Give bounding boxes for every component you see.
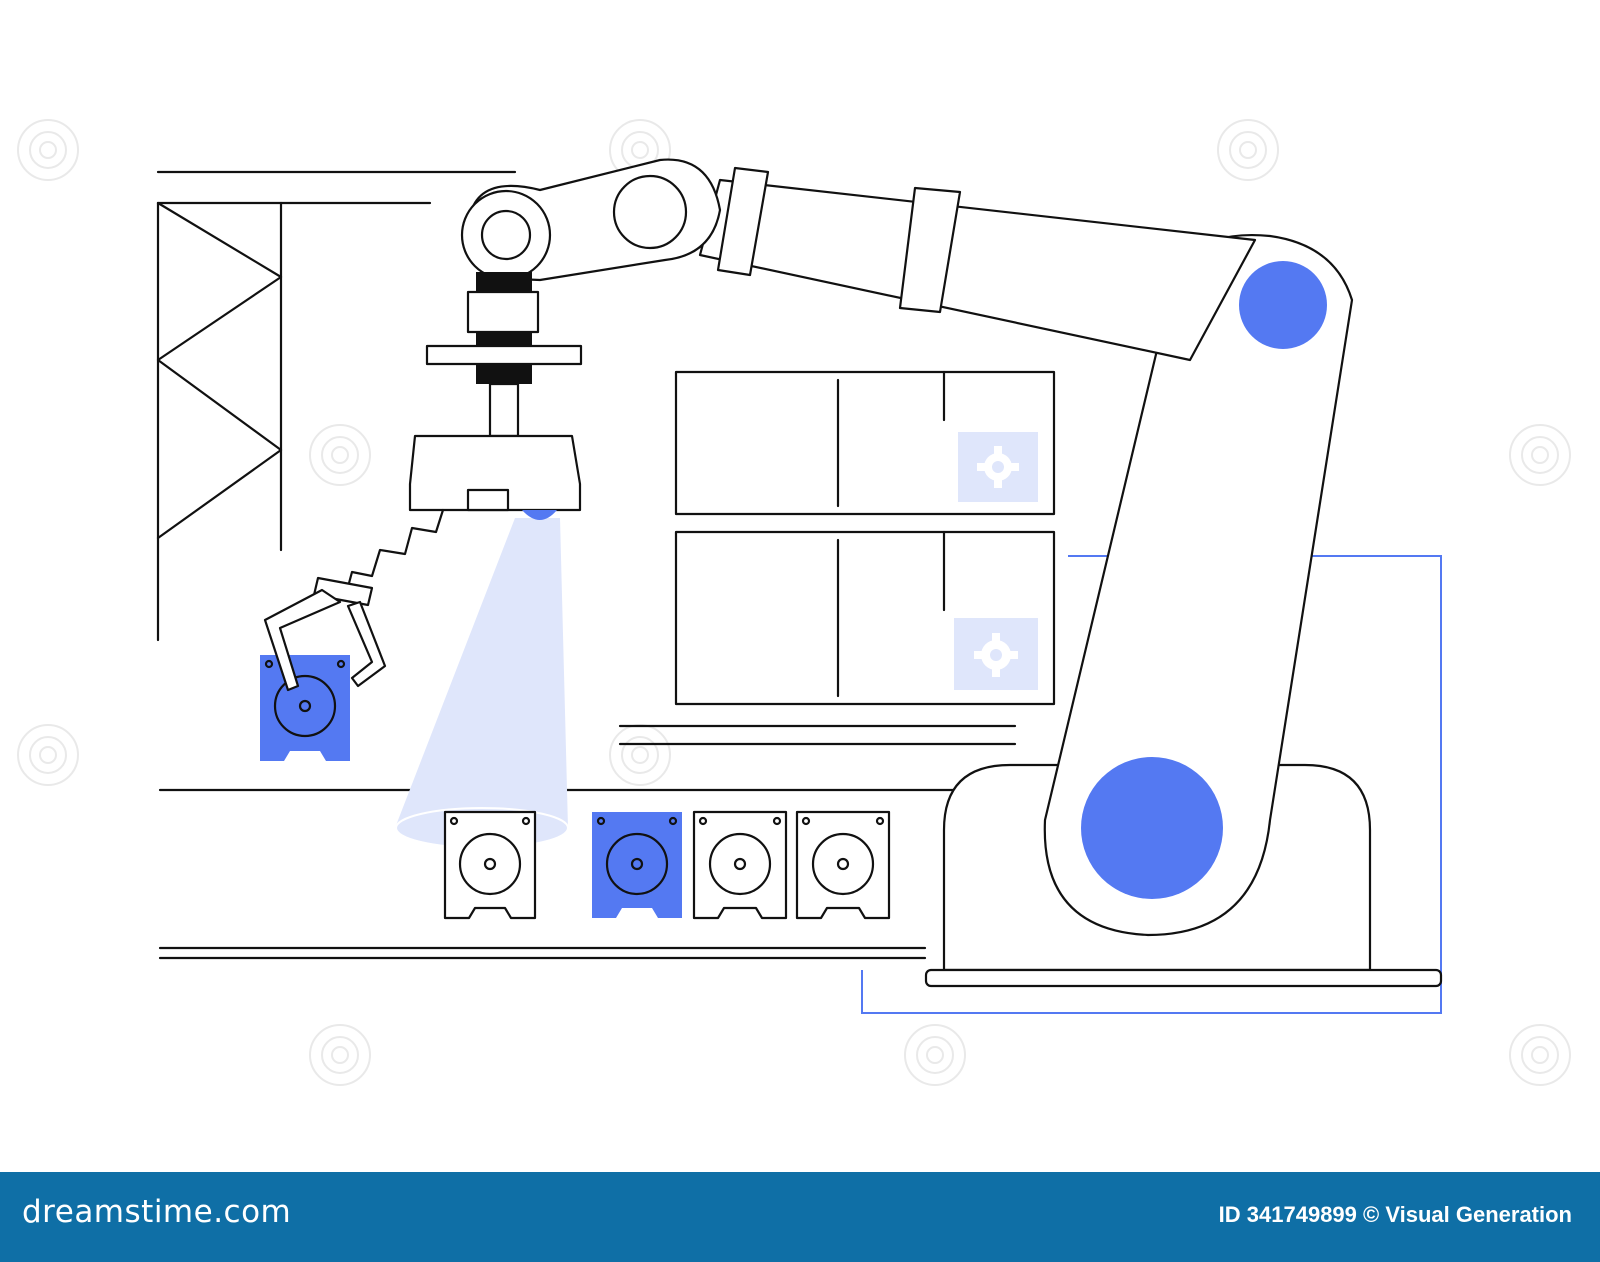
scanner-lens <box>522 510 557 520</box>
gear-icon <box>977 446 1019 488</box>
cabinet-bottom <box>674 530 1056 706</box>
part-on-conveyor-highlighted <box>592 812 682 918</box>
spiral-logo-icon <box>609 724 671 786</box>
joint-base <box>1081 757 1223 899</box>
spiral-logo-icon <box>17 724 79 786</box>
spiral-logo-icon <box>1217 119 1279 181</box>
gear-icon <box>974 633 1018 677</box>
background-truss <box>156 170 517 642</box>
robot-gripper-arm <box>263 508 445 692</box>
image-credit: ID 341749899 © Visual Generation <box>1218 1202 1572 1227</box>
part-on-conveyor <box>692 810 788 920</box>
gripper-claw-left <box>263 588 342 692</box>
spiral-logo-icon <box>1509 424 1571 486</box>
spiral-logo-icon <box>17 119 79 181</box>
spiral-logo-icon <box>1509 1024 1571 1086</box>
part-on-conveyor <box>443 810 537 920</box>
cabinet-top <box>674 370 1056 516</box>
footer-bar: dreamstime.com ID 341749899 © Visual Gen… <box>0 1172 1600 1262</box>
robot-arm-lower <box>1043 233 1354 937</box>
spiral-logo-icon <box>904 1024 966 1086</box>
joint-shoulder <box>1239 261 1327 349</box>
spiral-logo-icon <box>309 1024 371 1086</box>
scanner-beam <box>395 518 569 849</box>
spiral-logo-icon <box>309 424 371 486</box>
held-part <box>260 655 350 761</box>
robot-elbow <box>460 158 722 282</box>
part-on-conveyor <box>795 810 891 920</box>
site-logo[interactable]: dreamstime.com <box>22 1194 292 1230</box>
frame-outline <box>861 555 1442 1014</box>
robot-wrist <box>408 272 583 520</box>
robot-arm-upper <box>698 166 1257 362</box>
gripper-claw-right <box>346 600 387 688</box>
illustration-scene <box>17 119 1571 1086</box>
